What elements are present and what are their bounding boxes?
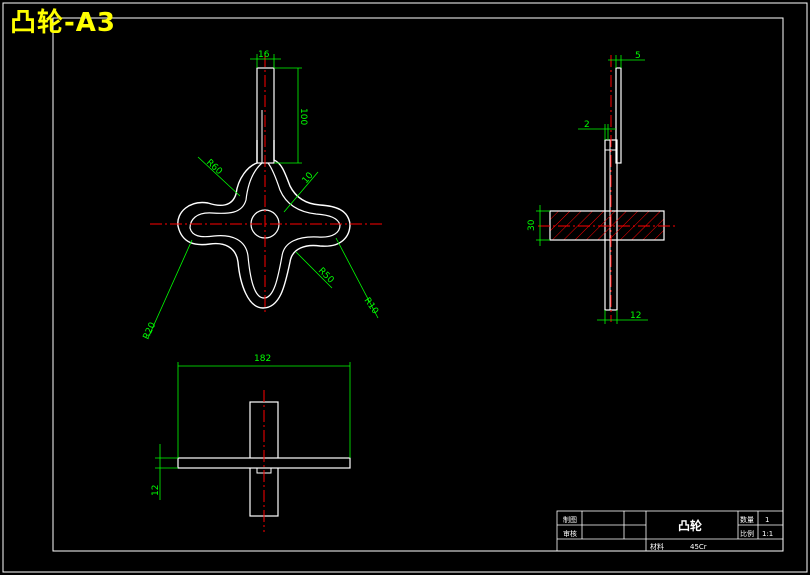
title-block [556, 510, 784, 552]
dim-label-side-bottom-width: 12 [630, 311, 641, 321]
title-block-material-value: 45Cr [690, 543, 707, 551]
leader-thickness-10 [283, 171, 319, 213]
dim-label-arm-length: 100 [298, 108, 308, 125]
leader-r20 [147, 239, 193, 339]
dim-hub-height [536, 205, 550, 246]
dim-side-thickness [608, 55, 645, 68]
side-upper-plate [615, 67, 622, 164]
cross-outer-outline [177, 140, 351, 309]
dim-label-overall-length: 182 [254, 354, 271, 364]
leader-r10 [335, 237, 379, 319]
dim-label-r60: R60 [204, 158, 224, 177]
dim-label-r20: R20 [142, 321, 159, 342]
title-block-quantity-label: 数量 [740, 515, 754, 524]
dim-arm-length [274, 67, 302, 164]
title-block-quantity-value: 1 [765, 516, 769, 524]
dim-label-r10: R10 [362, 296, 381, 316]
dim-side-offset [578, 124, 616, 140]
side-view: 5 2 30 12 [527, 51, 676, 324]
top-view: 182 12 [151, 354, 351, 532]
dim-label-side-offset: 2 [584, 120, 590, 130]
drawing-title: 凸轮-A3 [10, 8, 117, 38]
title-block-part-name: 凸轮 [678, 518, 703, 533]
dim-label-plate-thickness: 12 [151, 485, 161, 496]
dim-label-top-width: 16 [258, 50, 270, 60]
dim-label-r50: R50 [316, 266, 336, 286]
leader-r60 [197, 156, 241, 197]
title-block-scale-label: 比例 [740, 529, 754, 538]
title-block-material-label: 材料 [650, 542, 664, 551]
title-block-checker-label: 审核 [563, 529, 577, 538]
dim-side-bottom-width [597, 310, 648, 324]
cross-inner-outline [189, 162, 341, 299]
leader-r50 [295, 251, 333, 289]
dim-label-hub-height: 30 [527, 219, 537, 231]
dim-overall-length [177, 362, 351, 458]
inner-frame [52, 17, 784, 552]
dim-top-width [250, 54, 281, 68]
dim-label-side-thickness: 5 [635, 51, 641, 61]
title-block-scale-value: 1:1 [762, 530, 773, 538]
title-block-designer-label: 制图 [563, 515, 577, 524]
front-view: 16 100 R60 10 R50 R10 R20 [142, 50, 382, 341]
dim-label-thickness-10: 10 [301, 171, 316, 186]
dim-plate-thickness [155, 444, 178, 500]
